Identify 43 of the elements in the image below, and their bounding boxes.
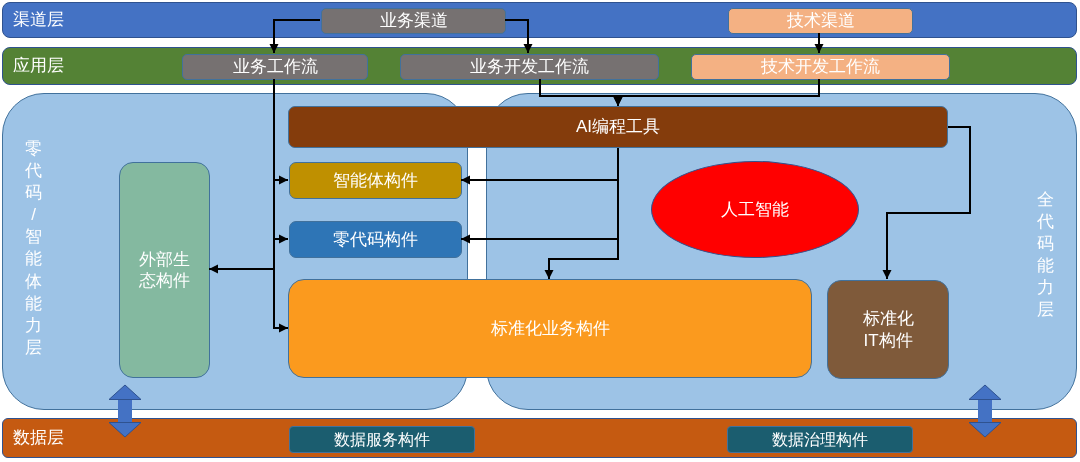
node-label: 数据服务构件 bbox=[334, 429, 430, 450]
node-label: 人工智能 bbox=[721, 198, 789, 221]
workflow-box bbox=[691, 54, 950, 80]
component-box bbox=[289, 162, 462, 199]
connector-arrow bbox=[613, 78, 820, 107]
workflow-box bbox=[400, 54, 659, 80]
connector-arrow bbox=[814, 32, 824, 54]
component-box bbox=[289, 426, 475, 453]
tool-bar bbox=[288, 106, 948, 148]
node-label: 标准化IT构件 bbox=[861, 308, 915, 351]
workflow-box bbox=[182, 54, 368, 80]
layer-label: 应用层 bbox=[13, 55, 64, 77]
panel-label: 全代码能力层 bbox=[1037, 189, 1054, 322]
node-label: AI编程工具 bbox=[575, 116, 661, 138]
node-label: 智能体构件 bbox=[333, 169, 418, 192]
layer-label: 渠道层 bbox=[13, 9, 64, 31]
component-box bbox=[288, 279, 812, 378]
node-label: 标准化业务构件 bbox=[490, 317, 610, 340]
node-label: 外部生态构件 bbox=[138, 248, 191, 292]
component-box bbox=[727, 426, 913, 453]
connector-arrow bbox=[269, 19, 321, 54]
node-label: 业务工作流 bbox=[232, 56, 318, 78]
component-box bbox=[119, 162, 210, 378]
layer-band bbox=[2, 47, 1077, 85]
layer-band bbox=[2, 2, 1077, 38]
panel-label: 零代码/智能体能力层 bbox=[25, 138, 42, 359]
double-arrow bbox=[108, 384, 142, 438]
component-box bbox=[289, 221, 462, 258]
node-label: 零代码构件 bbox=[333, 228, 418, 251]
channel-box bbox=[728, 8, 913, 34]
node-label: 业务开发工作流 bbox=[470, 56, 589, 78]
connector-arrow bbox=[504, 19, 533, 54]
node-label: 业务渠道 bbox=[379, 10, 448, 32]
layer-band bbox=[2, 418, 1077, 458]
layer-label: 数据层 bbox=[13, 427, 64, 449]
component-box bbox=[827, 280, 949, 379]
double-arrow bbox=[968, 384, 1002, 438]
connector-arrow bbox=[882, 126, 971, 280]
node-label: 技术开发工作流 bbox=[761, 56, 880, 78]
node-label: 技术渠道 bbox=[786, 10, 855, 32]
connector-arrow bbox=[544, 147, 619, 280]
node-label: 数据治理构件 bbox=[772, 429, 868, 450]
channel-box bbox=[321, 8, 506, 34]
